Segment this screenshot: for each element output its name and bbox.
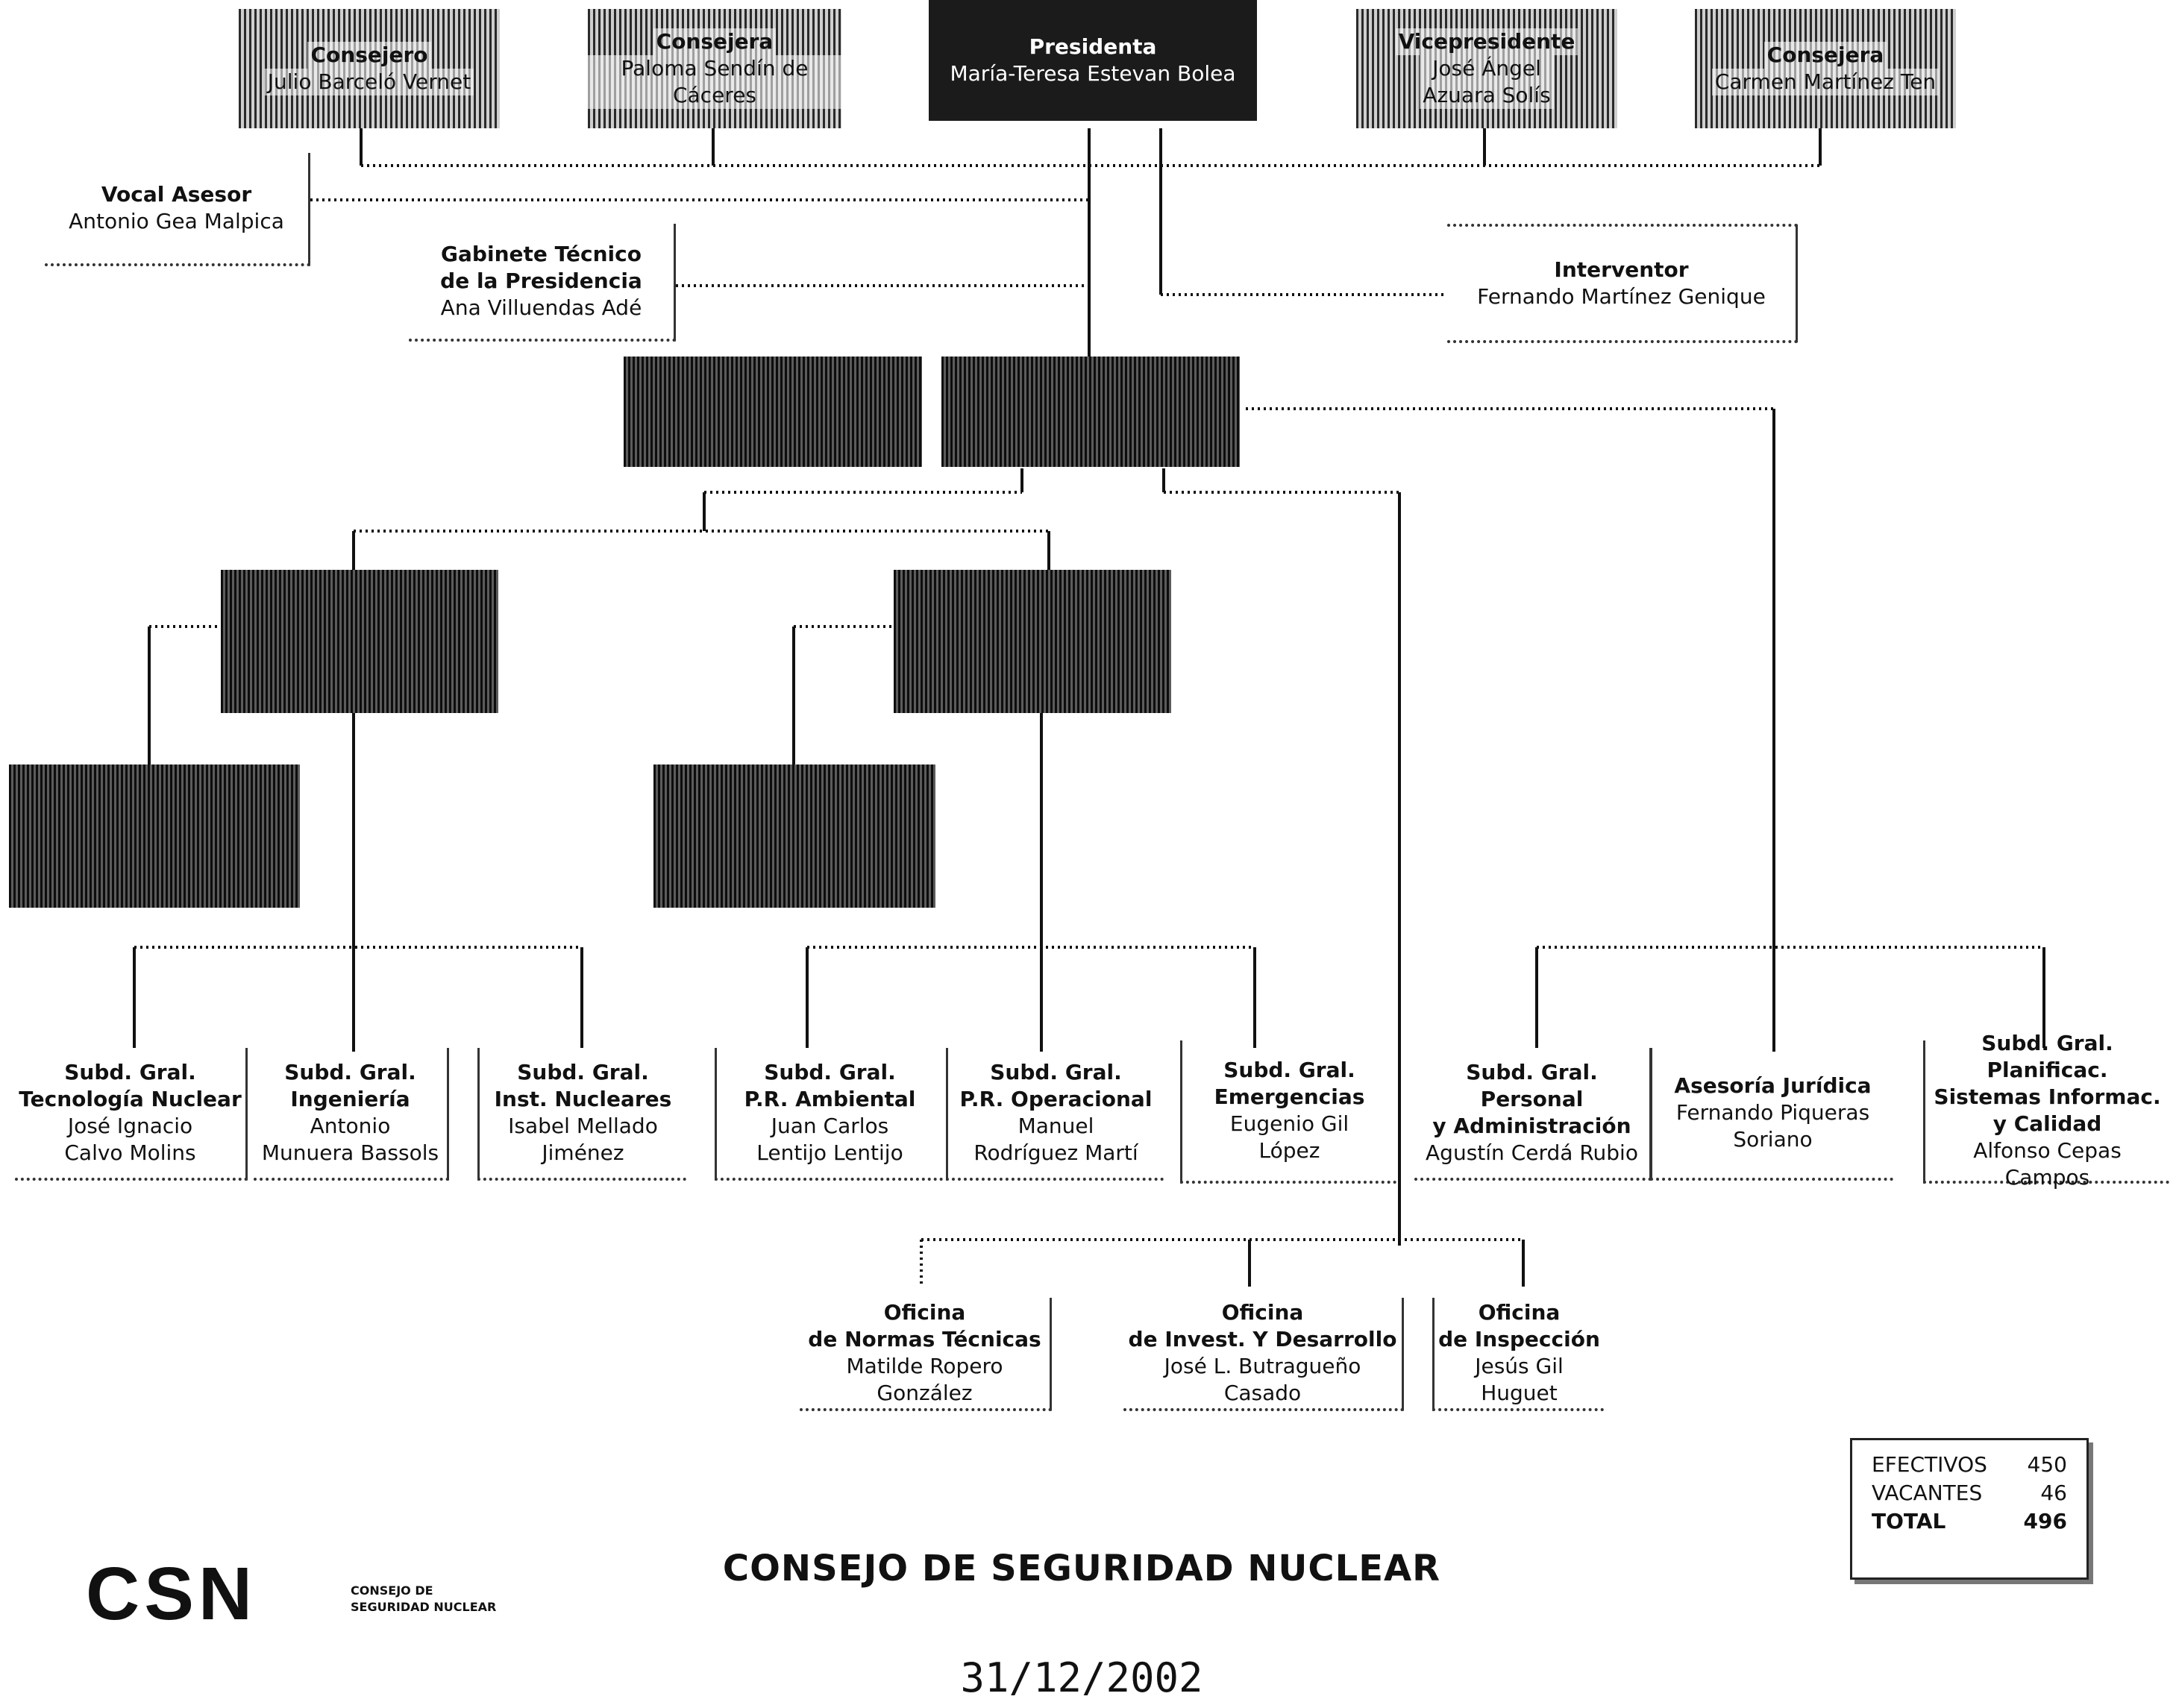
consejero-box: Consejero Julio Barceló Vernet bbox=[239, 9, 500, 128]
subd-planificacion-box: Subd. Gral. Planificac. Sistemas Informa… bbox=[1923, 1031, 2169, 1190]
consejera-martinez-box: Consejera Carmen Martínez Ten bbox=[1695, 9, 1956, 128]
subd-instalaciones-box: Subd. Gral. Inst. Nucleares Isabel Mella… bbox=[477, 1048, 686, 1181]
consejero-name: Julio Barceló Vernet bbox=[264, 69, 474, 95]
subd-emergencias-name: Eugenio Gil López bbox=[1229, 1111, 1349, 1163]
subd-instalaciones-title: Subd. Gral. Inst. Nucleares bbox=[494, 1060, 672, 1111]
efectivos-value: 450 bbox=[2027, 1452, 2067, 1477]
vocal-asesor-box: Vocal Asesor Antonio Gea Malpica bbox=[45, 153, 310, 266]
subd-ambiental-box: Subd. Gral. P.R. Ambiental Juan Carlos L… bbox=[715, 1048, 943, 1181]
gabinete-box: Gabinete Técnico de la Presidencia Ana V… bbox=[409, 224, 676, 342]
total-label: TOTAL bbox=[1872, 1509, 1946, 1533]
interventor-box: Interventor Fernando Martínez Genique bbox=[1447, 224, 1798, 343]
subd-ingenieria-title: Subd. Gral. Ingeniería bbox=[284, 1060, 416, 1111]
subd-emergencias-title: Subd. Gral. Emergencias bbox=[1214, 1058, 1365, 1109]
subd-instalaciones-name: Isabel Mellado Jiménez bbox=[508, 1114, 658, 1165]
vacantes-value: 46 bbox=[2040, 1481, 2067, 1505]
efectivos-label: EFECTIVOS bbox=[1872, 1452, 1987, 1477]
oficina-investigacion-name: José L. Butragueño Casado bbox=[1164, 1354, 1361, 1405]
consejera2-name: Carmen Martínez Ten bbox=[1711, 69, 1940, 95]
efectivos-row: EFECTIVOS 450 bbox=[1872, 1451, 2067, 1479]
subd-ambiental-title: Subd. Gral. P.R. Ambiental bbox=[744, 1060, 916, 1111]
subd-tecnologia-box: Subd. Gral. Tecnología Nuclear José Igna… bbox=[15, 1048, 248, 1181]
oficina-normas-box: Oficina de Normas Técnicas Matilde Roper… bbox=[800, 1298, 1052, 1411]
direccion-tecnica-proteccion-box bbox=[894, 570, 1171, 713]
subd-ambiental-name: Juan Carlos Lentijo Lentijo bbox=[756, 1114, 903, 1165]
oficina-normas-title: Oficina de Normas Técnicas bbox=[808, 1300, 1041, 1351]
logo-mark: CSN bbox=[86, 1552, 257, 1636]
page-title: CONSEJO DE SEGURIDAD NUCLEAR bbox=[722, 1548, 1441, 1589]
interventor-title: Interventor bbox=[1554, 257, 1689, 282]
subd-tecnologia-name: José Ignacio Calvo Molins bbox=[64, 1114, 196, 1165]
subd-personal-name: Agustín Cerdá Rubio bbox=[1426, 1140, 1638, 1165]
csn-logo: CSN CONSEJO DE SEGURIDAD NUCLEAR bbox=[86, 1536, 504, 1648]
staff-totals-box: EFECTIVOS 450 VACANTES 46 TOTAL 496 bbox=[1850, 1438, 2089, 1580]
vacantes-label: VACANTES bbox=[1872, 1481, 1983, 1505]
asesoria-juridica-name: Fernando Piqueras Soriano bbox=[1675, 1100, 1870, 1152]
vicepresidente-title: Vicepresidente bbox=[1395, 28, 1578, 55]
oficina-investigacion-title: Oficina de Invest. Y Desarrollo bbox=[1128, 1300, 1397, 1351]
subd-planificacion-name: Alfonso Cepas Campos bbox=[1973, 1138, 2122, 1190]
subd-emergencias-box: Subd. Gral. Emergencias Eugenio Gil Lópe… bbox=[1180, 1040, 1396, 1184]
dark-unit-bottom-left bbox=[9, 764, 300, 908]
presidenta-box: Presidenta María-Teresa Estevan Bolea bbox=[929, 0, 1257, 121]
subd-operacional-box: Subd. Gral. P.R. Operacional Manuel Rodr… bbox=[946, 1048, 1164, 1181]
total-row: TOTAL 496 bbox=[1872, 1507, 2067, 1536]
vocal-name: Antonio Gea Malpica bbox=[69, 209, 284, 233]
oficina-inspeccion-title: Oficina de Inspección bbox=[1438, 1300, 1600, 1351]
subd-ingenieria-name: Antonio Munuera Bassols bbox=[261, 1114, 439, 1165]
presidenta-title: Presidenta bbox=[1029, 34, 1157, 59]
direccion-tecnica-nuclear-box bbox=[221, 570, 498, 713]
gabinete-title: Gabinete Técnico de la Presidencia bbox=[440, 242, 642, 293]
dark-unit-left bbox=[624, 357, 922, 467]
chart-date: 31/12/2002 bbox=[960, 1654, 1203, 1701]
vocal-title: Vocal Asesor bbox=[101, 182, 252, 207]
consejero-title: Consejero bbox=[307, 42, 431, 69]
subd-personal-box: Subd. Gral. Personal y Administración Ag… bbox=[1414, 1048, 1652, 1181]
logo-subtitle: CONSEJO DE SEGURIDAD NUCLEAR bbox=[351, 1583, 497, 1614]
consejera2-title: Consejera bbox=[1763, 42, 1887, 69]
subd-operacional-title: Subd. Gral. P.R. Operacional bbox=[959, 1060, 1153, 1111]
vicepresidente-box: Vicepresidente José Ángel Azuara Solís bbox=[1356, 9, 1617, 128]
secretaria-general-box bbox=[941, 357, 1240, 467]
consejera-title: Consejera bbox=[653, 28, 777, 55]
subd-operacional-name: Manuel Rodríguez Martí bbox=[973, 1114, 1138, 1165]
vacantes-row: VACANTES 46 bbox=[1872, 1479, 2067, 1507]
gabinete-name: Ana Villuendas Adé bbox=[440, 295, 642, 320]
oficina-inspeccion-box: Oficina de Inspección Jesús Gil Huguet bbox=[1432, 1298, 1604, 1411]
subd-ingenieria-box: Subd. Gral. Ingeniería Antonio Munuera B… bbox=[254, 1048, 449, 1181]
asesoria-juridica-box: Asesoría Jurídica Fernando Piqueras Sori… bbox=[1650, 1048, 1893, 1181]
subd-tecnologia-title: Subd. Gral. Tecnología Nuclear bbox=[19, 1060, 242, 1111]
oficina-normas-name: Matilde Ropero González bbox=[846, 1354, 1003, 1405]
consejera-sendin-box: Consejera Paloma Sendín de Cáceres bbox=[588, 9, 841, 128]
interventor-name: Fernando Martínez Genique bbox=[1477, 284, 1766, 309]
subd-personal-title: Subd. Gral. Personal y Administración bbox=[1432, 1060, 1631, 1138]
oficina-investigacion-box: Oficina de Invest. Y Desarrollo José L. … bbox=[1123, 1298, 1404, 1411]
oficina-inspeccion-name: Jesús Gil Huguet bbox=[1475, 1354, 1564, 1405]
consejera-name: Paloma Sendín de Cáceres bbox=[588, 55, 841, 109]
subd-planificacion-title: Subd. Gral. Planificac. Sistemas Informa… bbox=[1934, 1031, 2161, 1136]
total-value: 496 bbox=[2023, 1509, 2067, 1533]
vicepresidente-name: José Ángel Azuara Solís bbox=[1420, 55, 1554, 109]
presidenta-name: María-Teresa Estevan Bolea bbox=[950, 61, 1236, 86]
dark-unit-bottom-center bbox=[653, 764, 935, 908]
asesoria-juridica-title: Asesoría Jurídica bbox=[1674, 1073, 1872, 1098]
